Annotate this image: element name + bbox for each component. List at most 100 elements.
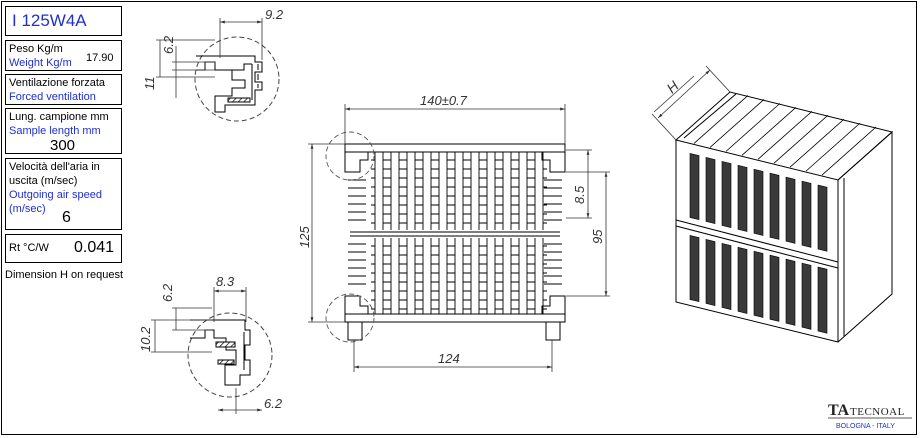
top-detail-view [194,36,280,122]
iso-ridge [805,122,861,172]
dim-bottom-detail-width: 8.3 [216,274,235,289]
fin [467,152,483,230]
fin [419,238,435,314]
iso-fin [705,157,716,224]
brand-mark: TA [828,402,849,419]
fin [467,238,483,314]
dim-iso-h: H [663,77,682,96]
ventilation-box: Ventilazione forzata Forced ventilation [5,74,122,105]
brand-name: TECNOAL [850,406,905,418]
bottom-detail-view [187,312,273,398]
dim-top-detail-side: 11 [142,77,157,91]
iso-fin [817,184,828,252]
iso-fin [817,266,828,334]
fin [531,238,547,314]
air-speed-value: 6 [62,209,71,226]
fin [499,152,515,230]
dim-top-detail-height: 6.2 [161,35,176,54]
weight-box: Peso Kg/m Weight Kg/m 17.90 [5,40,122,71]
iso-fin [737,164,748,232]
iso-fin [689,153,700,221]
iso-ridge [709,99,765,148]
fin [419,152,435,230]
fin [515,152,531,230]
dim-bottom-detail-height: 6.2 [160,283,175,302]
isometric-fins [689,95,877,334]
fin [371,238,387,314]
iso-ridge [789,118,845,168]
brand-logo: TA TECNOAL BOLOGNA - ITALY [828,402,912,430]
fin [531,152,547,230]
iso-fin [769,254,780,322]
weight-label-en: Weight Kg/m [9,57,72,69]
isometric-dims [651,65,731,141]
dim-top-detail-width: 9.2 [265,7,284,22]
bottom-detail-dims [151,287,262,414]
thermal-resistance-value: 0.041 [74,239,115,256]
fin [435,152,451,230]
iso-fin [737,246,748,314]
sample-length-label-it: Lung. campione mm [9,111,109,123]
brand-location: BOLOGNA - ITALY [836,423,895,430]
fin [451,152,467,230]
weight-label-it: Peso Kg/m [9,43,63,55]
isometric-view [674,91,894,343]
ventilation-label-it: Ventilazione forzata [9,77,106,89]
dim-fin-gap: 8.5 [572,185,587,204]
iso-fin [721,242,732,310]
sample-length-value: 300 [50,137,76,154]
ventilation-label-en: Forced ventilation [9,91,96,103]
iso-fin [801,262,812,330]
iso-ridge [757,110,813,160]
air-speed-label-en-2: (m/sec) [9,203,46,215]
top-detail-dims [156,18,263,98]
thermal-resistance-label: Rt °C/W [9,242,49,254]
thermal-resistance-box: Rt °C/W 0.041 [5,234,122,263]
dim-bottom-detail-base: 6.2 [264,396,283,411]
dim-bottom-detail-side: 10.2 [138,326,153,352]
sample-length-box: Lung. campione mm Sample length mm 300 [5,108,122,154]
fin [515,238,531,314]
fin [403,152,419,230]
fin [483,238,499,314]
iso-fin [801,180,812,248]
iso-fin [721,160,732,228]
dimension-note: Dimension H on request [5,269,124,281]
product-code: I 125W4A [12,11,87,30]
iso-ridge [693,95,749,144]
front-view-dims [308,104,610,372]
dim-overall-height: 125 [297,226,312,248]
iso-fin [689,235,700,303]
dim-inner-height: 95 [590,229,605,244]
front-view-fins [348,152,562,314]
fin [451,238,467,314]
iso-fin [705,239,716,306]
fin [387,152,403,230]
fin [387,238,403,314]
air-speed-box: Velocità dell'aria in uscita (m/sec) Out… [5,158,122,230]
front-view-profile [344,143,566,341]
iso-ridge [773,114,829,164]
iso-fin [769,172,780,240]
fin [499,238,515,314]
dim-base-width: 124 [438,351,460,366]
iso-fin [785,176,796,244]
air-speed-label-it-1: Velocità dell'aria in [9,161,100,173]
fin [435,238,451,314]
dim-overall-width: 140±0.7 [420,93,468,108]
iso-ridge [725,103,781,152]
air-speed-label-it-2: uscita (m/sec) [9,175,78,187]
iso-ridge [741,107,797,156]
iso-fin [753,250,764,318]
product-code-box: I 125W4A [5,6,122,36]
fin [371,152,387,230]
fin [483,152,499,230]
fin [403,238,419,314]
weight-value: 17.90 [86,52,114,64]
iso-fin [753,168,764,236]
front-view-circles [325,131,375,343]
iso-fin [785,258,796,326]
air-speed-label-en-1: Outgoing air speed [9,189,102,201]
